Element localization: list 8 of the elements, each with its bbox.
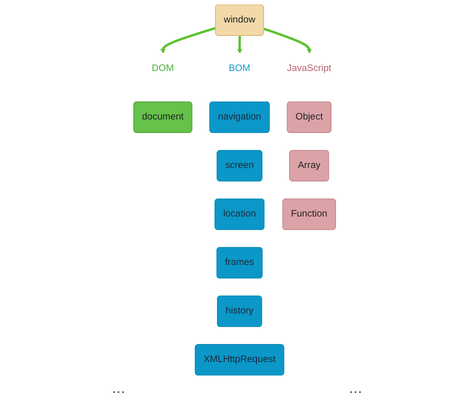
ellipsis-note: ...: [348, 380, 362, 399]
ellipsis-note: ...: [112, 380, 126, 399]
arrow: [264, 28, 312, 54]
node-text: DOM: [152, 63, 174, 74]
arrow: [160, 26, 216, 54]
arrow: [237, 36, 243, 54]
node-text: JavaScript: [287, 63, 332, 74]
node-text: BOM: [229, 63, 251, 74]
